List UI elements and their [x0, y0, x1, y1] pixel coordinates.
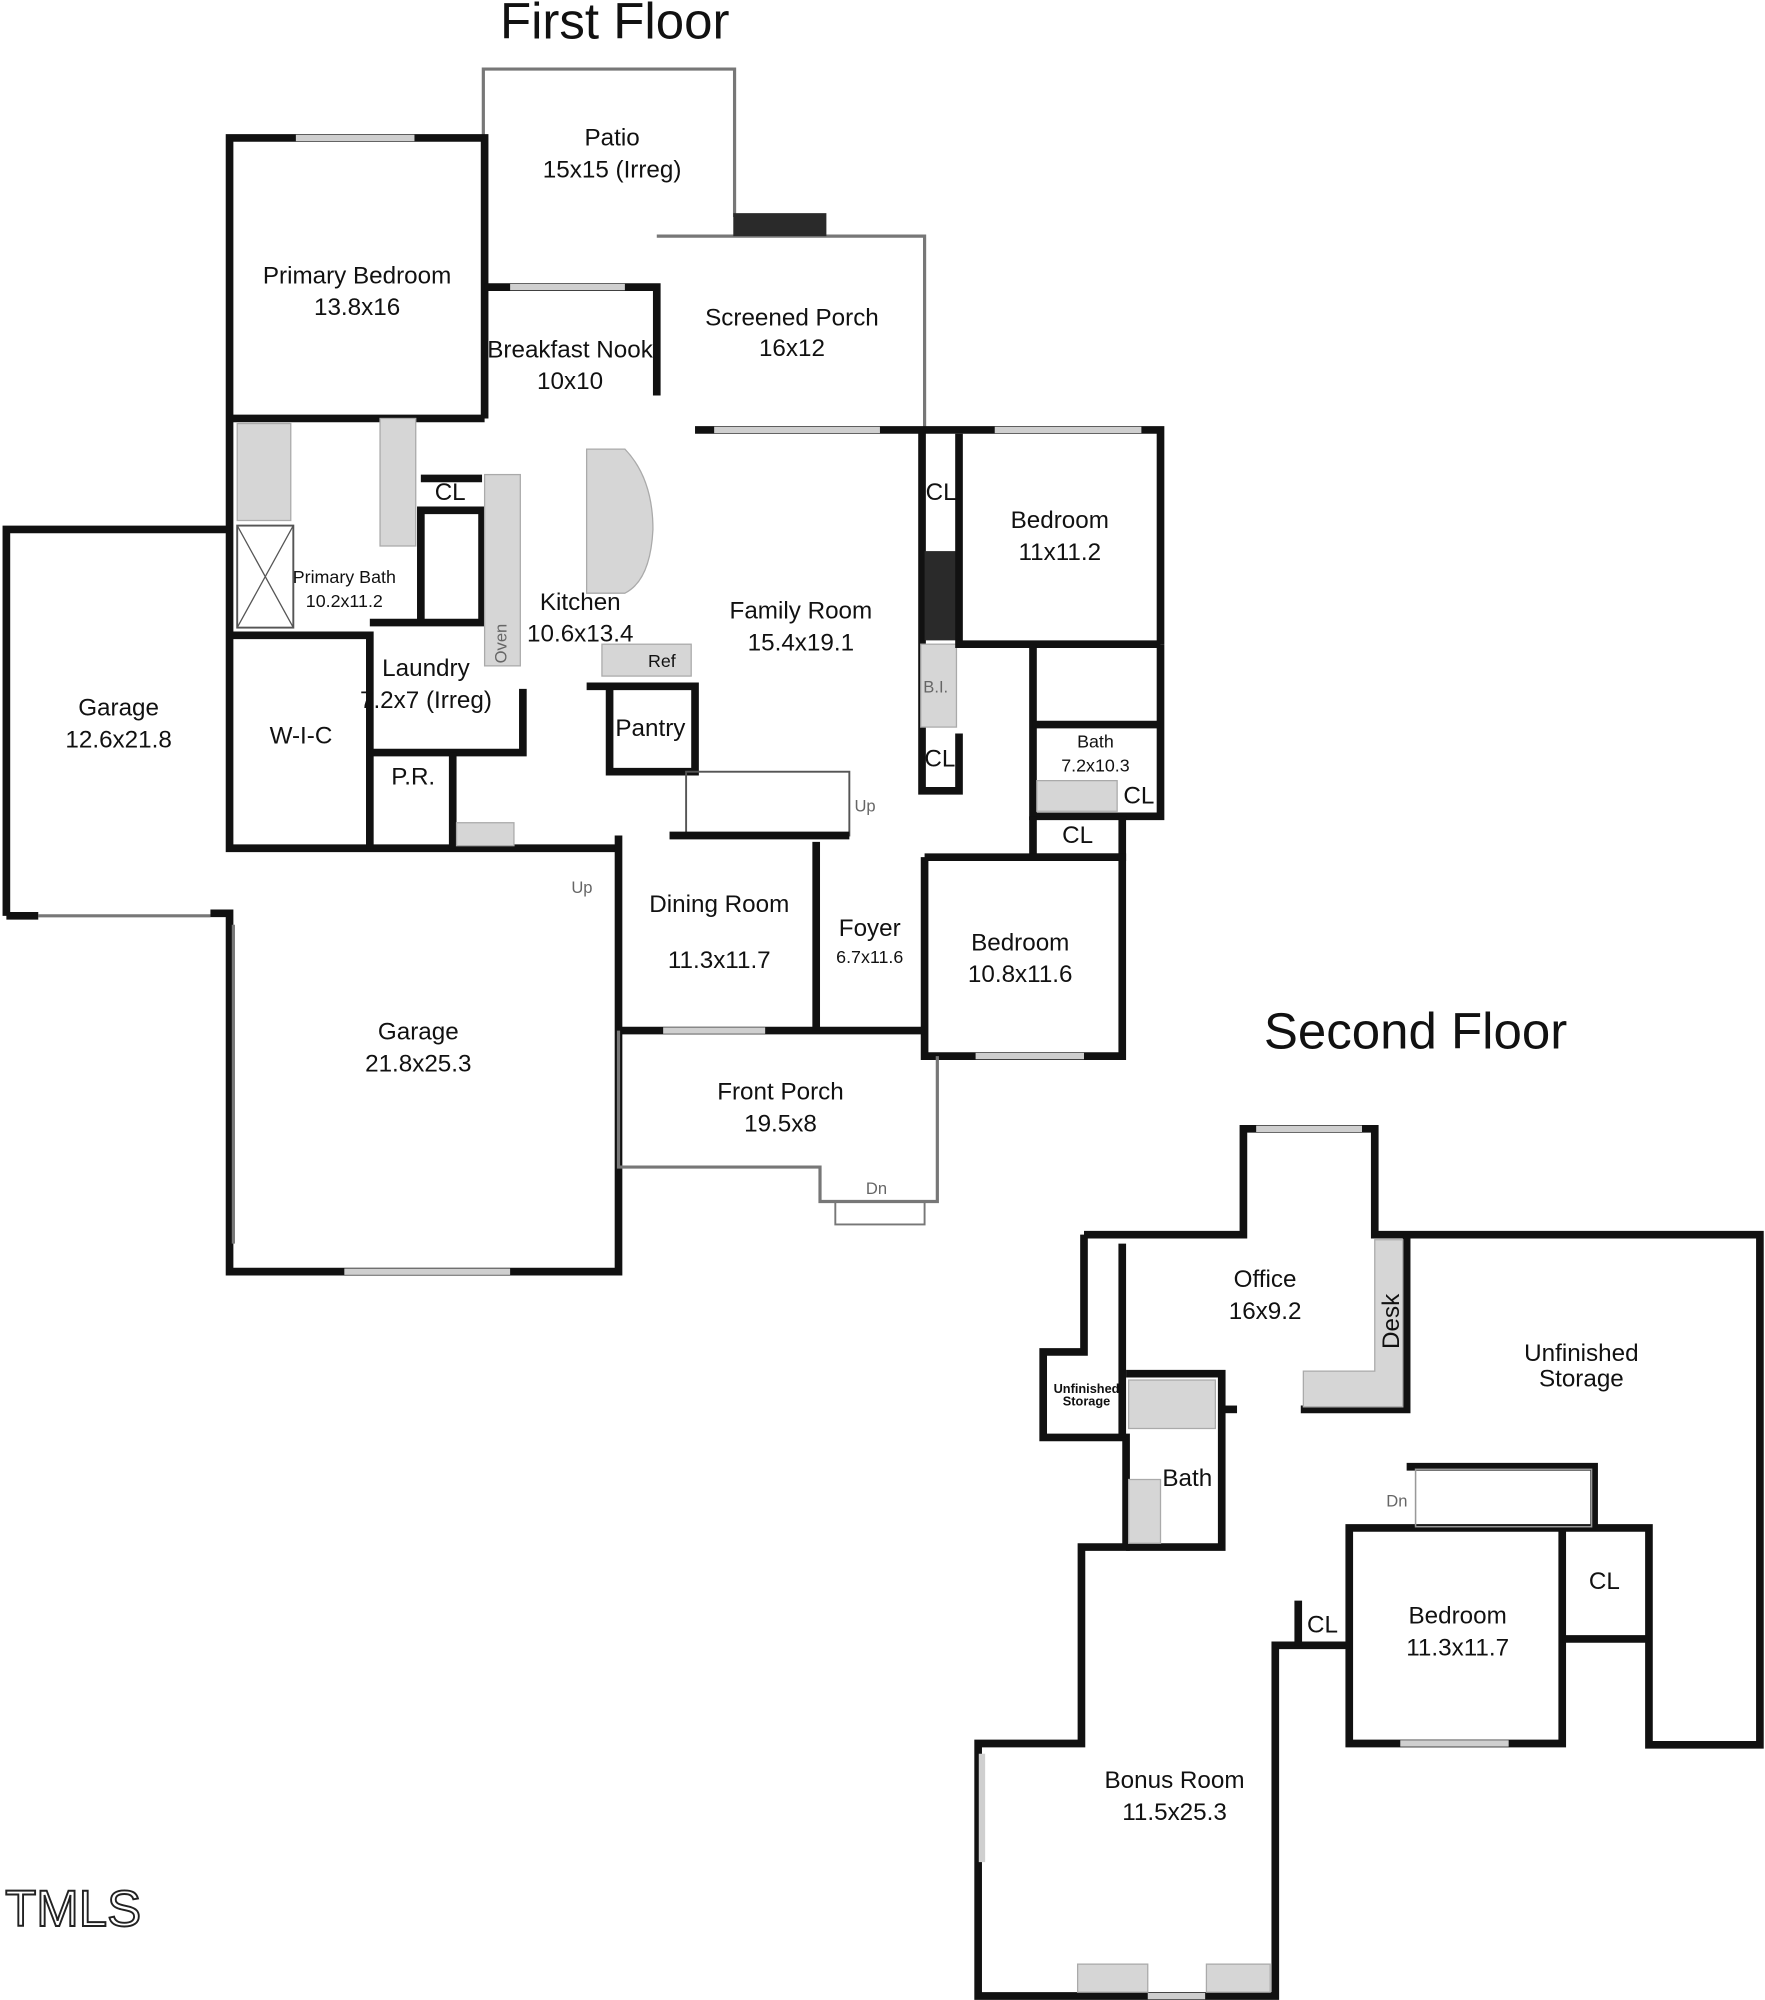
room-bedroom: Bedroom — [1409, 1603, 1507, 1630]
stairs-up-label: Up — [854, 796, 875, 815]
room-bedroom-size: 11.3x11.7 — [1406, 1634, 1509, 1661]
room-patio: Patio — [585, 125, 640, 152]
room-unfinished-storage: Unfinished — [1524, 1340, 1638, 1367]
second-floor-labels: Office 16x9.2 Unfinished Storage Bedroom… — [1054, 1266, 1639, 1826]
first-floor-title: First Floor — [500, 0, 730, 49]
room-screened-porch: Screened Porch — [705, 304, 879, 331]
room-front-porch-size: 19.5x8 — [744, 1110, 817, 1137]
closet-label: CL — [1589, 1568, 1620, 1595]
bath-label: Bath — [1162, 1465, 1212, 1492]
room-garage: Garage — [78, 695, 159, 722]
room-foyer-size: 6.7x11.6 — [836, 947, 903, 967]
built-in-label: B.I. — [923, 678, 948, 697]
desk-label: Desk — [1378, 1293, 1405, 1349]
room-front-porch: Front Porch — [717, 1078, 844, 1105]
room-bedroom-2: Bedroom — [971, 929, 1069, 956]
pantry-label: Pantry — [615, 715, 686, 742]
room-office: Office — [1234, 1266, 1297, 1293]
room-kitchen: Kitchen — [540, 589, 621, 616]
first-floor-walls — [2, 67, 1165, 1276]
room-dining-room-size: 11.3x11.7 — [668, 947, 771, 974]
room-bedroom-size: 11x11.2 — [1018, 539, 1101, 566]
room-foyer: Foyer — [839, 915, 901, 942]
room-bath: Bath — [1077, 731, 1114, 751]
room-unfinished-storage-2: Storage — [1539, 1365, 1624, 1392]
room-patio-size: 15x15 (Irreg) — [543, 156, 682, 183]
room-office-size: 16x9.2 — [1229, 1298, 1302, 1325]
wic-label: W-I-C — [270, 723, 333, 750]
room-laundry-size: 7.2x7 (Irreg) — [360, 687, 492, 714]
room-breakfast-nook-size: 10x10 — [537, 368, 603, 395]
room-bonus-room: Bonus Room — [1105, 1767, 1245, 1794]
closet-label: CL — [924, 746, 955, 773]
room-bedroom: Bedroom — [1011, 507, 1109, 534]
room-screened-porch-size: 16x12 — [759, 335, 825, 362]
room-kitchen-size: 10.6x13.4 — [527, 621, 633, 648]
small-storage-label-1: Unfinished — [1054, 1381, 1120, 1396]
porch-steps-down-label: Dn — [866, 1179, 887, 1198]
room-primary-bath-size: 10.2x11.2 — [306, 591, 383, 611]
room-bath-size: 7.2x10.3 — [1061, 756, 1130, 776]
first-floor-labels: Patio 15x15 (Irreg) Primary Bedroom 13.8… — [65, 125, 1154, 1198]
closet-label: CL — [1062, 822, 1093, 849]
second-floor-title: Second Floor — [1264, 1002, 1567, 1059]
second-floor-walls — [974, 1124, 1764, 2000]
room-bonus-room-size: 11.5x25.3 — [1122, 1799, 1227, 1826]
stairs-down-label: Dn — [1386, 1491, 1407, 1510]
ref-label: Ref — [648, 651, 676, 671]
room-primary-bath: Primary Bath — [293, 567, 396, 587]
room-laundry: Laundry — [382, 655, 470, 682]
watermark-logo: TMLS — [5, 1880, 141, 1937]
room-primary-bedroom-size: 13.8x16 — [314, 294, 400, 321]
room-dining-room: Dining Room — [649, 891, 789, 918]
room-family-room-size: 15.4x19.1 — [748, 630, 854, 657]
room-garage-size: 12.6x21.8 — [65, 726, 171, 753]
room-bedroom-2-size: 10.8x11.6 — [968, 961, 1073, 988]
room-garage-2-size: 21.8x25.3 — [365, 1050, 471, 1077]
small-storage-label-2: Storage — [1063, 1394, 1110, 1409]
room-family-room: Family Room — [730, 598, 873, 625]
closet-label: CL — [435, 479, 466, 506]
oven-label: Oven — [491, 624, 510, 664]
room-garage-2: Garage — [378, 1019, 459, 1046]
closet-label: CL — [1123, 783, 1154, 810]
powder-room-label: P.R. — [391, 763, 435, 790]
closet-label: CL — [926, 479, 957, 506]
closet-label: CL — [1307, 1612, 1338, 1639]
room-primary-bedroom: Primary Bedroom — [263, 262, 451, 289]
garage-steps-up-label: Up — [571, 878, 592, 897]
room-breakfast-nook: Breakfast Nook — [487, 336, 653, 363]
